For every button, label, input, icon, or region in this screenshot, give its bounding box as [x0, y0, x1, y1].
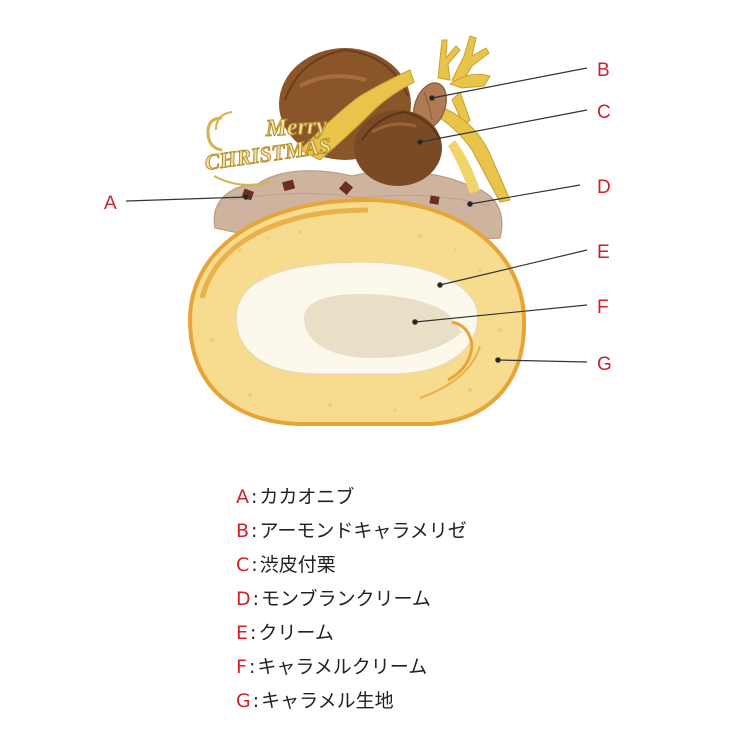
legend-item-g: G:キャラメル生地 [236, 690, 394, 712]
callout-f: F [597, 297, 609, 318]
caramel-cream-center [304, 294, 462, 358]
callout-b: B [597, 60, 610, 81]
reindeer-pick [437, 35, 491, 127]
legend-label: キャラメル生地 [261, 690, 394, 712]
roll-cake [187, 197, 527, 426]
legend-item-a: A:カカオニブ [236, 486, 355, 508]
legend-item-c: C:渋皮付栗 [236, 554, 336, 576]
legend-item-b: B:アーモンドキャラメリゼ [236, 520, 467, 542]
cake-diagram: Merry CHRISTMAS [104, 35, 612, 426]
legend-label: カカオニブ [259, 486, 355, 508]
small-chestnut [354, 110, 442, 186]
legend-label: クリーム [258, 622, 334, 644]
callout-a: A [104, 193, 117, 214]
legend-label: アーモンドキャラメリゼ [259, 520, 467, 542]
legend-item-f: F:キャラメルクリーム [236, 656, 428, 678]
legend-label: キャラメルクリーム [257, 656, 428, 678]
legend-label: モンブランクリーム [261, 588, 431, 610]
legend-label: 渋皮付栗 [259, 554, 336, 576]
callout-e: E [597, 242, 610, 263]
callout-d: D [597, 177, 611, 198]
legend-item-e: E:クリーム [236, 622, 334, 644]
legend-list: A:カカオニブ B:アーモンドキャラメリゼ C:渋皮付栗 D:モンブランクリーム… [236, 480, 467, 718]
callout-g: G [597, 354, 612, 375]
gold-ribbon [299, 69, 415, 161]
callout-letters: A B C D E F G [104, 60, 612, 375]
cacao-nibs [241, 179, 440, 205]
plaque-line1: Merry [264, 113, 328, 142]
legend-item-d: D:モンブランクリーム [236, 588, 431, 610]
leader-lines [125, 67, 588, 363]
callout-c: C [597, 102, 611, 123]
